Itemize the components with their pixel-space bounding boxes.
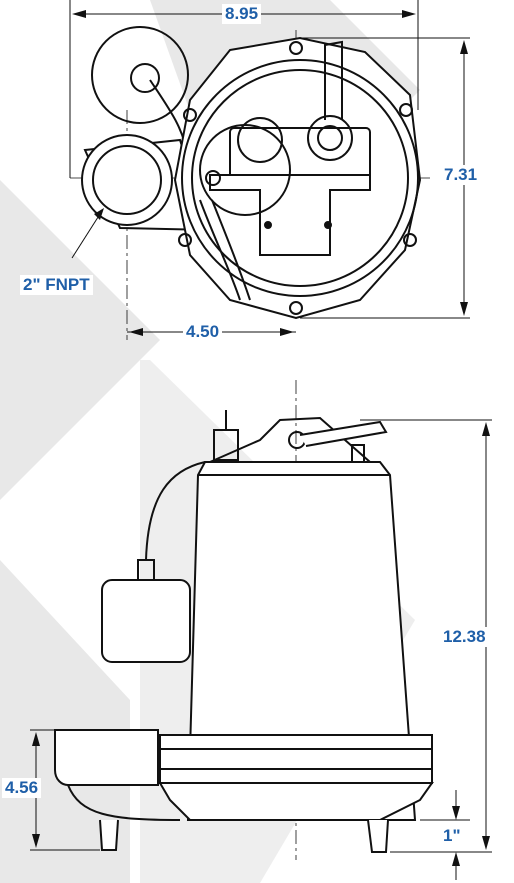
side-float-cord	[145, 461, 206, 561]
discharge-inner	[92, 145, 162, 215]
handle-rivet-left	[264, 221, 272, 229]
power-cord	[324, 40, 343, 120]
top-view	[69, 0, 470, 340]
dimension-label-discharge-height: 4.56	[2, 778, 42, 798]
dimension-label-overall-width: 8.95	[222, 4, 262, 24]
offset-arrow-left	[129, 328, 143, 336]
cord-fitting	[307, 115, 353, 161]
clearance-arrow-bottom	[452, 852, 460, 866]
width-arrow-right	[402, 10, 416, 18]
bolt-hole-lower-right	[403, 233, 417, 247]
side-foot-right	[367, 819, 389, 853]
background-band-left-lower	[0, 560, 130, 883]
float-stem	[130, 63, 160, 93]
bolt-hole-bottom	[289, 301, 303, 315]
side-flange-middle	[159, 748, 433, 770]
vent-plug	[237, 117, 283, 163]
motor-housing-outer	[181, 59, 419, 297]
dimension-label-side-height: 12.38	[440, 627, 489, 647]
width-arrow-left	[72, 10, 86, 18]
side-height-arrow-bottom	[482, 836, 490, 850]
side-flange-upper	[159, 734, 433, 750]
clearance-arrow-top	[452, 806, 460, 820]
side-flange-lower	[159, 768, 433, 784]
side-float	[101, 579, 191, 663]
background-band-left-upper	[0, 180, 160, 500]
dimension-label-overall-height: 7.31	[441, 165, 481, 185]
offset-arrow-right	[280, 328, 294, 336]
discharge-height-arrow-top	[32, 732, 40, 746]
handle-rivet-right	[324, 221, 332, 229]
side-view	[30, 380, 492, 880]
float-pivot	[205, 170, 221, 186]
float-ring	[199, 124, 291, 216]
side-discharge-base	[67, 784, 181, 821]
side-volute	[158, 782, 434, 821]
dimension-label-discharge-offset: 4.50	[183, 322, 223, 342]
height-arrow-top	[460, 40, 468, 54]
fnpt-leader	[71, 213, 101, 259]
motor-housing-inner	[191, 69, 409, 287]
handle-body	[209, 174, 371, 256]
height-arrow-bottom	[460, 302, 468, 316]
bolt-hole-lower-left	[178, 233, 192, 247]
discharge-outer	[81, 134, 173, 226]
bolt-hole-top	[289, 41, 303, 55]
cord-fitting-inner	[317, 125, 343, 151]
fnpt-leader-arrow	[94, 208, 104, 220]
discharge-height-arrow-bottom	[32, 834, 40, 848]
bolt-hole-upper-left	[183, 108, 197, 122]
float-top	[91, 26, 189, 124]
bolt-hole-upper-right	[399, 103, 413, 117]
float-cord-lower-2	[211, 199, 251, 301]
float-cord-lower	[199, 199, 241, 301]
dimension-label-discharge-size: 2" FNPT	[20, 275, 93, 295]
side-foot-left	[99, 819, 119, 851]
side-height-arrow-top	[482, 422, 490, 436]
dimension-label-base-clearance: 1"	[440, 826, 464, 846]
side-handle	[209, 416, 371, 463]
side-float-arm	[299, 420, 388, 447]
side-discharge	[54, 729, 159, 786]
